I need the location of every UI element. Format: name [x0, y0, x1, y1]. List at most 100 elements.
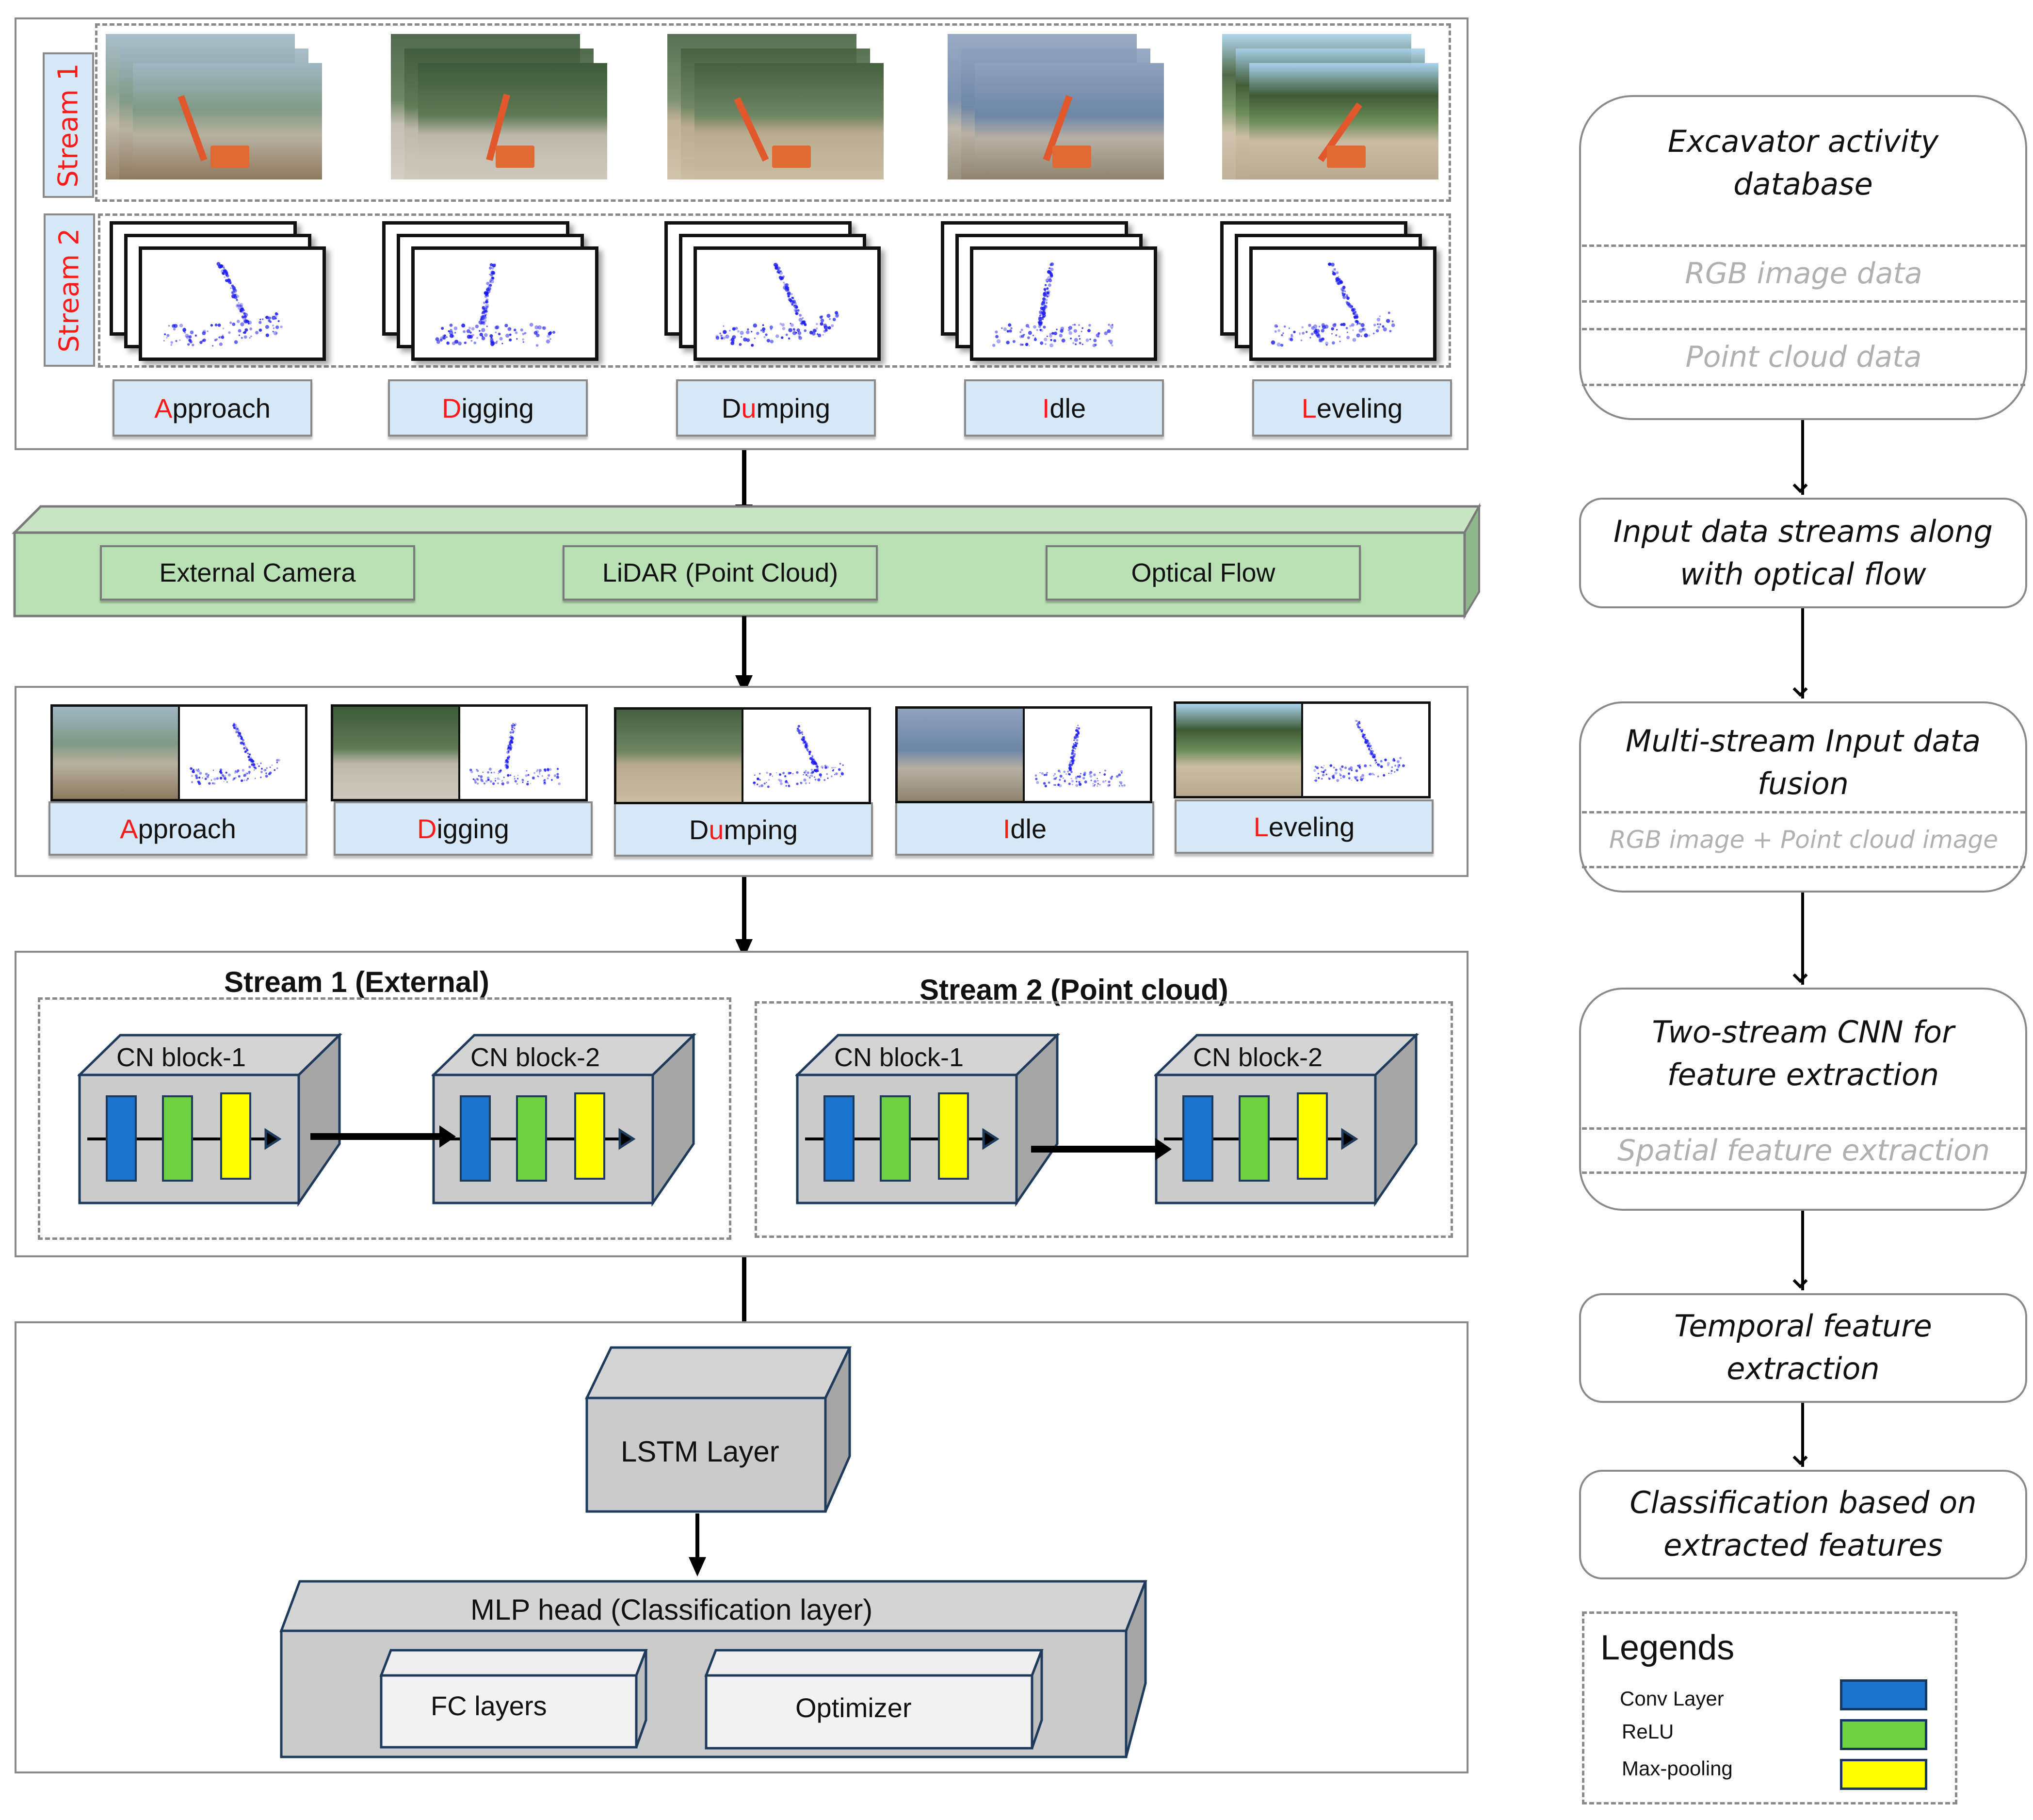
point-cloud-dot: [166, 334, 170, 337]
point-cloud-dot: [222, 327, 225, 329]
point-cloud-dot: [479, 333, 483, 337]
point-cloud-dot: [1348, 767, 1351, 771]
point-cloud-dot: [1329, 764, 1333, 767]
point-cloud-dot: [1109, 784, 1111, 786]
point-cloud-dot: [276, 767, 278, 769]
point-cloud-dot: [839, 776, 841, 777]
point-cloud-dot: [1372, 332, 1375, 335]
flow-step-fusion: [1579, 701, 2027, 893]
point-cloud-dot: [242, 769, 245, 772]
point-cloud-dot: [1073, 755, 1075, 757]
point-cloud-dot: [225, 771, 227, 774]
point-cloud-dot: [237, 305, 239, 307]
point-cloud-dot: [1368, 743, 1370, 745]
point-cloud-dot: [489, 281, 492, 283]
point-cloud-dot: [533, 331, 538, 335]
point-cloud-dot: [1070, 778, 1072, 780]
point-cloud-dot: [1325, 773, 1327, 776]
point-cloud-dot: [1072, 745, 1075, 748]
point-cloud-dot: [495, 780, 497, 782]
point-cloud-dot: [232, 322, 236, 326]
point-cloud-dot: [544, 770, 546, 772]
point-cloud-dot: [1076, 739, 1079, 742]
point-cloud-dot: [246, 753, 248, 754]
point-cloud-dot: [801, 323, 804, 325]
point-cloud-dot: [194, 334, 197, 337]
point-cloud-dot: [202, 339, 205, 342]
point-cloud-dot: [1390, 770, 1393, 772]
point-cloud-dot: [1358, 328, 1363, 333]
point-cloud-dot: [1057, 783, 1060, 786]
point-cloud-dot: [469, 768, 472, 772]
point-cloud-dot: [198, 782, 201, 785]
point-cloud-dot: [769, 325, 774, 329]
point-cloud-dot: [1333, 774, 1335, 777]
optimizer-label: Optimizer: [795, 1692, 912, 1723]
point-cloud-dot: [800, 781, 803, 784]
point-cloud-scan: [163, 262, 283, 347]
point-cloud-dot: [1053, 784, 1055, 786]
activity-rest: mping: [756, 392, 831, 423]
point-cloud-dot: [729, 329, 731, 332]
point-cloud-dot: [470, 340, 473, 342]
rgb-image: [53, 707, 180, 799]
point-cloud-dot: [1356, 333, 1360, 338]
point-cloud-dot: [514, 776, 516, 778]
point-cloud-dot: [499, 779, 500, 780]
arrow-head-icon: [1341, 1128, 1358, 1150]
point-cloud-dot: [1081, 343, 1083, 345]
point-cloud-dot: [1362, 732, 1364, 734]
point-cloud-dot: [1118, 785, 1121, 787]
point-cloud-dot: [787, 291, 791, 295]
point-cloud-dot: [242, 332, 244, 334]
point-cloud-dot: [1391, 766, 1393, 768]
point-cloud-dot: [265, 333, 269, 337]
point-cloud-dot: [254, 766, 256, 768]
point-cloud-dot: [547, 777, 549, 780]
point-cloud-dot: [188, 335, 192, 339]
point-cloud-dot: [1046, 291, 1049, 294]
point-cloud-dot: [777, 269, 779, 271]
point-cloud-dot: [1033, 325, 1037, 329]
point-cloud-dot: [834, 774, 836, 775]
point-cloud-dot: [1061, 339, 1065, 343]
arrow-head-icon: [689, 1557, 706, 1576]
point-cloud-dot: [470, 770, 473, 774]
point-cloud-dot: [1080, 773, 1081, 775]
point-cloud-dot: [1039, 316, 1041, 319]
point-cloud-dot: [753, 323, 758, 328]
point-cloud-dot: [822, 334, 824, 336]
point-cloud-dot: [514, 778, 516, 780]
stream-1-tag: Stream 1: [43, 52, 94, 198]
point-cloud-dot: [1299, 333, 1301, 335]
point-cloud-dot: [1387, 764, 1389, 767]
point-cloud-dot: [497, 777, 500, 780]
point-cloud-dot: [1316, 777, 1317, 779]
point-cloud-dot: [825, 328, 828, 332]
point-cloud-dot: [1075, 784, 1079, 787]
point-cloud-dot: [1313, 324, 1318, 329]
point-cloud-dot: [751, 343, 754, 347]
point-cloud-dot: [229, 282, 232, 284]
flow-sub-point-cloud-data: Point cloud data: [1582, 328, 2025, 386]
point-cloud-dot: [1306, 331, 1308, 333]
activity-second: u: [741, 392, 757, 423]
point-cloud-dot: [498, 332, 501, 336]
activity-rest: mping: [724, 814, 798, 845]
point-cloud-image: [743, 710, 869, 802]
point-cloud-dot: [548, 774, 550, 777]
point-cloud-dot: [242, 743, 246, 746]
point-cloud-dot: [1054, 773, 1056, 775]
flow-title-line: Multi-stream Input data: [1625, 723, 1981, 759]
lstm-layer-block: [585, 1346, 852, 1513]
point-cloud-dot: [808, 753, 811, 755]
point-cloud-dot: [277, 320, 280, 323]
point-cloud-dot: [173, 327, 176, 331]
point-cloud-dot: [792, 328, 795, 331]
flow-sub-label: Spatial feature extraction: [1617, 1134, 1990, 1168]
point-cloud-dot: [1078, 335, 1080, 337]
point-cloud-dot: [487, 779, 489, 781]
point-cloud-dot: [823, 325, 828, 330]
